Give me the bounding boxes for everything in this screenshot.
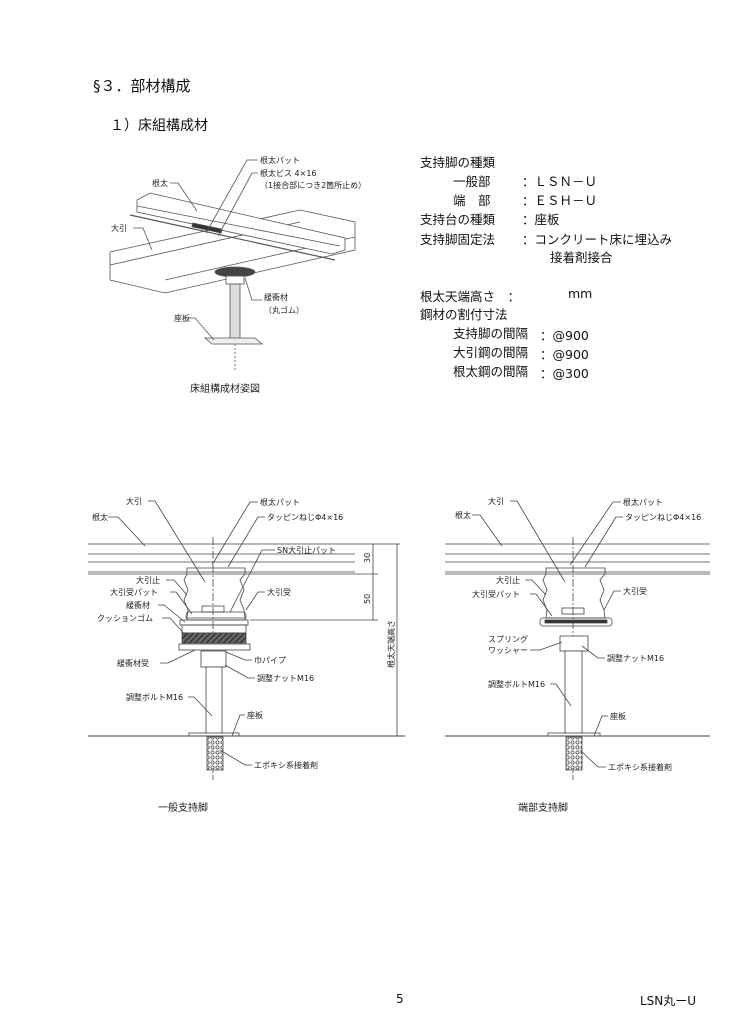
fig2-label-joist-pad: 根太パット <box>260 497 300 507</box>
figure2-labels: 大引 根太 根太パット タッピンねじΦ4×16 SN大引止パット 大引止 大引受… <box>92 496 396 814</box>
adjust-nut <box>200 650 227 668</box>
fig3-label-ohbiki-receiver: 大引受 <box>623 586 647 596</box>
fig3-label-ohbiki: 大引 <box>488 496 504 506</box>
fig3-label-epoxy: エポキシ系接着剤 <box>608 762 672 772</box>
ohbiki-profile <box>542 567 606 619</box>
fig3-label-joist-pad: 根太パット <box>623 497 663 507</box>
fig2-label-joist: 根太 <box>92 512 108 522</box>
cushion-rubber <box>181 632 247 644</box>
fig3-caption: 端部支持脚 <box>518 801 568 814</box>
adjust-nut <box>559 635 589 652</box>
base-plate <box>203 337 264 345</box>
adjust-bolt <box>564 650 583 737</box>
fig1-label-joist: 根太 <box>152 178 168 188</box>
joist-spacing-value: ：@300 <box>540 366 589 381</box>
page-number: 5 <box>396 992 404 1006</box>
fix-method-value2: 接着剤接合 <box>550 250 613 265</box>
fig1-label-joist-pad: 根太パット <box>260 155 300 165</box>
fix-method-value: ：コンクリート床に埋込み <box>522 232 673 247</box>
fig1-label-ohbiki: 大引 <box>111 223 127 233</box>
general-label: 一般部 <box>453 174 491 189</box>
figure3-section <box>445 500 710 780</box>
fig1-label-joist-screw: 根太ビス 4×16 <box>260 168 317 178</box>
leg-spacing-value: ：@900 <box>540 328 589 343</box>
ohbiki-spacing-label: 大引鋼の間隔 <box>453 345 529 360</box>
cushion-rubber <box>214 266 256 278</box>
fig2-dim-30: 30 <box>363 553 372 563</box>
adjust-bolt <box>229 283 241 343</box>
fig3-label-adjust-bolt: 調整ボルトM16 <box>488 679 545 689</box>
fig1-caption: 床組構成材姿図 <box>190 382 260 395</box>
joist-spacing-label: 根太鋼の間隔 <box>453 364 529 379</box>
leg-spacing-label: 支持脚の間隔 <box>453 326 529 341</box>
fig2-label-cushion: 緩衝材 <box>126 600 150 610</box>
fig2-label-ohbiki-receiver-pad: 大引受パット <box>110 587 158 597</box>
fig1-label-cushion-note: （丸ゴム） <box>264 305 304 315</box>
fig3-label-joist: 根太 <box>455 510 471 520</box>
fig1-label-screw-note: （1接合部につき2箇所止め） <box>260 180 366 190</box>
base-type-value: ：座板 <box>522 212 560 227</box>
fix-method-label: 支持脚固定法 <box>420 232 496 247</box>
adjust-bolt <box>205 666 223 737</box>
doc-code: LSN丸ーU <box>640 994 697 1008</box>
base-type-label: 支持台の種類 <box>420 212 496 227</box>
joist-beam <box>136 192 346 255</box>
section-title: §３．部材構成 <box>93 77 191 95</box>
end-value: ：ＥＳＨ－Ｕ <box>522 193 598 208</box>
epoxy <box>206 736 224 771</box>
fig2-label-sn-stop-pad: SN大引止パット <box>277 545 336 555</box>
fig2-label-adjust-nut: 調整ナットM16 <box>257 673 314 683</box>
fig2-dim-joist-height: 根太天端高さ <box>386 620 396 668</box>
fig2-caption: 一般支持脚 <box>158 801 208 814</box>
fig3-label-ohbiki-stop: 大引止 <box>496 575 520 585</box>
fig2-label-adjust-bolt: 調整ボルトM16 <box>126 692 183 702</box>
fig2-label-cushion-rubber: クッションゴム <box>97 613 153 623</box>
joist-height-label: 根太天端高さ ： <box>420 289 521 304</box>
fig3-label-adjust-nut: 調整ナットM16 <box>607 653 664 663</box>
fig2-label-pipe: 巾パイプ <box>254 655 286 665</box>
figure2-section <box>88 500 405 780</box>
fig2-label-tapping-screw: タッピンねじΦ4×16 <box>267 513 343 522</box>
fig3-label-base-plate: 座板 <box>610 711 626 721</box>
fig1-label-base-plate: 座板 <box>174 313 190 323</box>
figure3-labels: 大引 根太 根太パット タッピンねじΦ4×16 大引止 大引受パット 大引受 ス… <box>455 496 701 814</box>
figure1-isometric <box>109 159 356 372</box>
fig2-label-ohbiki-receiver: 大引受 <box>267 587 291 597</box>
general-value: ：ＬＳＮ－Ｕ <box>522 174 598 189</box>
fig2-label-base-plate: 座板 <box>247 710 263 720</box>
epoxy <box>565 736 583 771</box>
fig1-label-cushion: 緩衝材 <box>264 292 288 302</box>
fig3-label-tapping-screw: タッピンねじΦ4×16 <box>625 513 701 522</box>
fig2-dim-50: 50 <box>363 594 372 604</box>
steel-spacing-label: 鋼材の割付寸法 <box>420 307 508 322</box>
ohbiki-spacing-value: ：@900 <box>540 347 589 362</box>
fig3-label-ohbiki-receiver-pad: 大引受パット <box>472 589 520 599</box>
fig3-label-washer: ワッシャー <box>488 646 528 655</box>
fig2-label-epoxy: エポキシ系接着剤 <box>254 760 318 770</box>
fig3-label-spring: スプリング <box>488 634 528 644</box>
fig2-label-cushion-receiver: 緩衝材受 <box>117 658 149 668</box>
fig2-label-ohbiki: 大引 <box>126 496 142 506</box>
joist-height-unit: mm <box>568 286 593 301</box>
joist-pad <box>191 222 223 234</box>
end-label: 端 部 <box>453 193 491 208</box>
fig2-label-ohbiki-stop: 大引止 <box>136 575 160 585</box>
leg-type-label: 支持脚の種類 <box>420 155 496 170</box>
subsection-title: １）床組構成材 <box>110 118 208 134</box>
ohbiki-profile <box>183 567 246 619</box>
